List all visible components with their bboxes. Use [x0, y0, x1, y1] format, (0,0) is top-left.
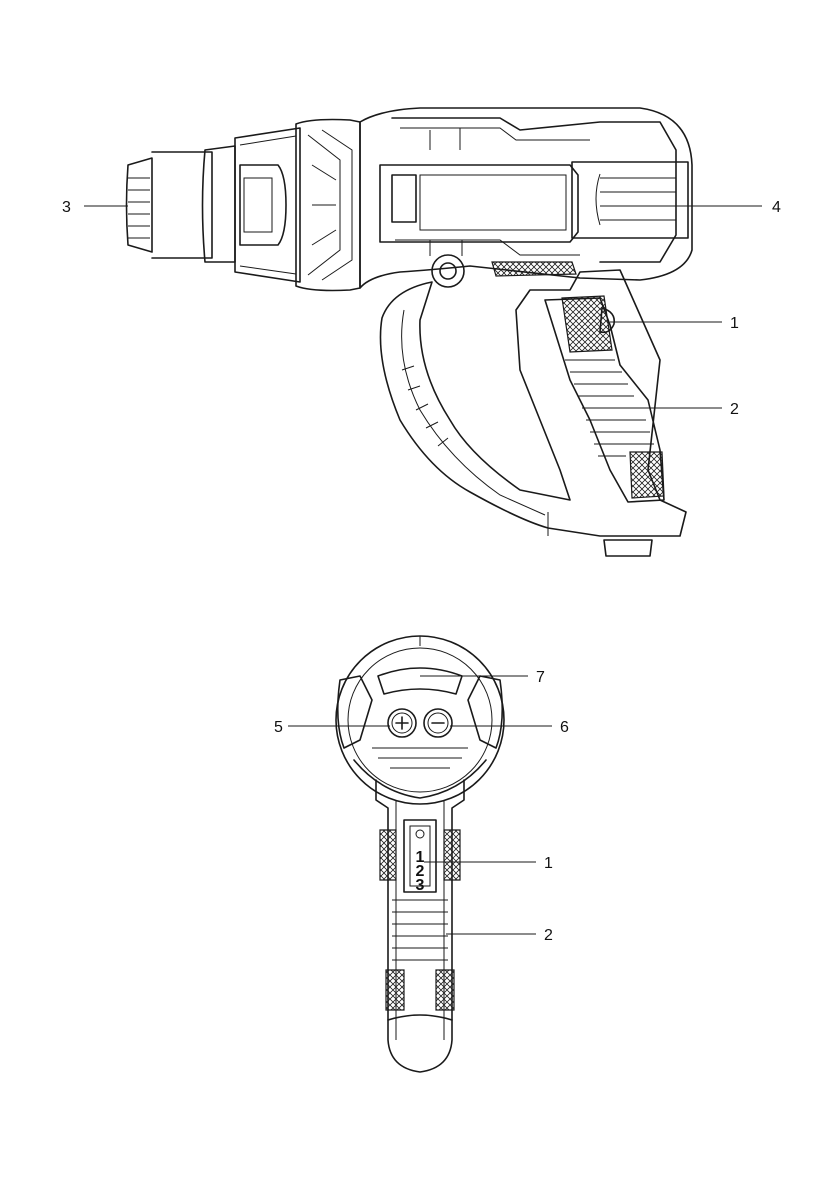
handle [380, 270, 686, 556]
rear-handle [376, 780, 464, 1072]
top-grip-mesh [492, 262, 576, 276]
pivot-screw [432, 255, 464, 287]
air-vents [572, 162, 688, 238]
callout-label-plus-button: 5 [274, 719, 283, 736]
switch-positions: 1 2 3 [416, 849, 425, 894]
front-collar [235, 120, 360, 291]
side-view: 3 4 1 2 [62, 108, 781, 556]
display [378, 668, 462, 694]
callout-label-handle: 2 [730, 401, 739, 418]
callout-label-switch: 1 [730, 315, 739, 332]
nozzle [127, 146, 236, 262]
callout-label-minus-button: 6 [560, 719, 569, 736]
rear-housing [336, 636, 504, 804]
body [360, 108, 692, 288]
callout-label-display: 7 [536, 669, 545, 686]
plus-button [388, 709, 416, 737]
callout-1-rear: 1 [424, 855, 553, 872]
callout-label-switch-rear: 1 [544, 855, 553, 872]
callout-label-nozzle: 3 [62, 199, 71, 216]
callout-6: 6 [450, 719, 569, 736]
callout-2-rear: 2 [446, 927, 553, 944]
callout-label-air-vents: 4 [772, 199, 781, 216]
rear-view: 1 2 3 7 5 6 1 2 [274, 636, 569, 1072]
callout-label-handle-rear: 2 [544, 927, 553, 944]
callout-5: 5 [274, 719, 390, 736]
minus-button [424, 709, 452, 737]
switch-position-3: 3 [416, 877, 425, 894]
callout-1-side: 1 [610, 315, 739, 332]
callout-4: 4 [646, 199, 781, 216]
callout-3: 3 [62, 199, 128, 216]
